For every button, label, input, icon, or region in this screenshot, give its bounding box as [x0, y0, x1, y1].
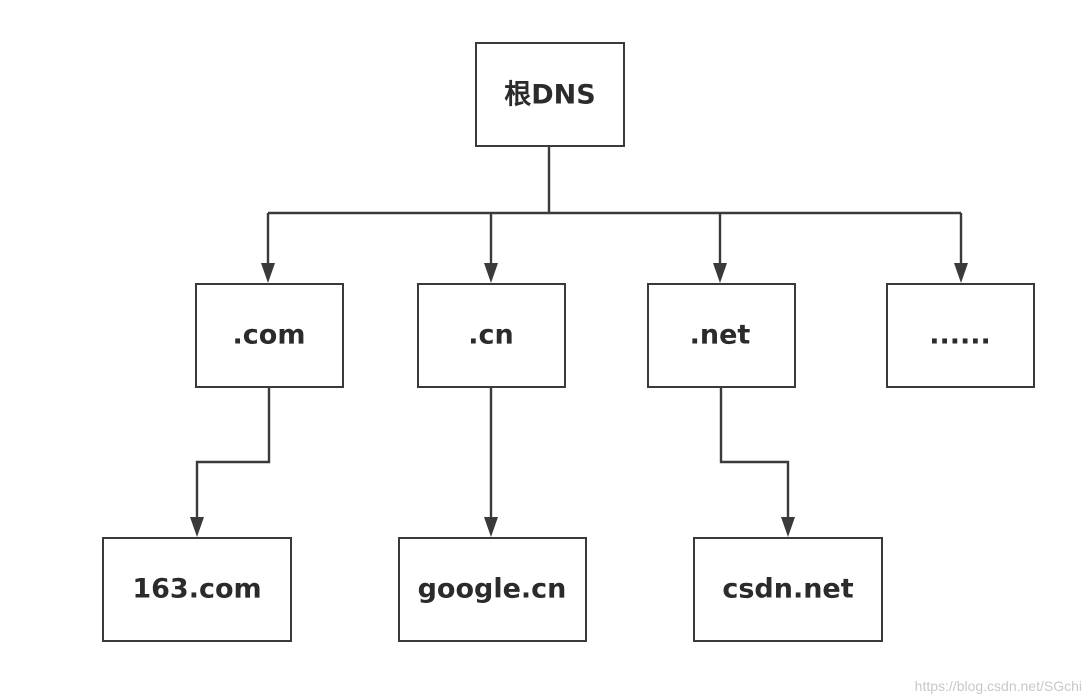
node-google-cn-box	[398, 537, 587, 642]
edges	[190, 146, 968, 537]
node-cn-box	[417, 283, 566, 388]
arrow-head	[484, 517, 498, 537]
node-net: .net	[647, 283, 796, 388]
node-csdn-net-label: csdn.net	[722, 574, 853, 605]
node-csdn-net: csdn.net	[693, 537, 883, 642]
arrow-head	[954, 263, 968, 283]
node-root: 根DNS	[475, 42, 625, 147]
node-root-label: 根DNS	[504, 80, 595, 111]
node-other-box	[886, 283, 1035, 388]
arrow-head	[713, 263, 727, 283]
node-root-box	[475, 42, 625, 147]
node-other-label: ......	[929, 320, 991, 351]
node-163-com: 163.com	[102, 537, 292, 642]
node-com-label: .com	[233, 320, 306, 351]
node-other: ......	[886, 283, 1035, 388]
node-163-com-box	[102, 537, 292, 642]
edge-net-csdn	[719, 387, 790, 520]
node-net-box	[647, 283, 796, 388]
node-cn: .cn	[417, 283, 566, 388]
arrow-head	[261, 263, 275, 283]
node-google-cn: google.cn	[398, 537, 587, 642]
node-com: .com	[195, 283, 344, 388]
node-com-box	[195, 283, 344, 388]
arrow-head	[484, 263, 498, 283]
arrow-head	[190, 517, 204, 537]
node-csdn-net-box	[693, 537, 883, 642]
node-google-cn-label: google.cn	[418, 574, 567, 605]
edge-com-163	[195, 387, 271, 520]
arrow-head	[781, 517, 795, 537]
watermark-url: https://blog.csdn.net/SGchi	[914, 678, 1082, 694]
node-net-label: .net	[690, 320, 751, 351]
node-cn-label: .cn	[468, 320, 513, 351]
node-163-com-label: 163.com	[132, 574, 261, 605]
